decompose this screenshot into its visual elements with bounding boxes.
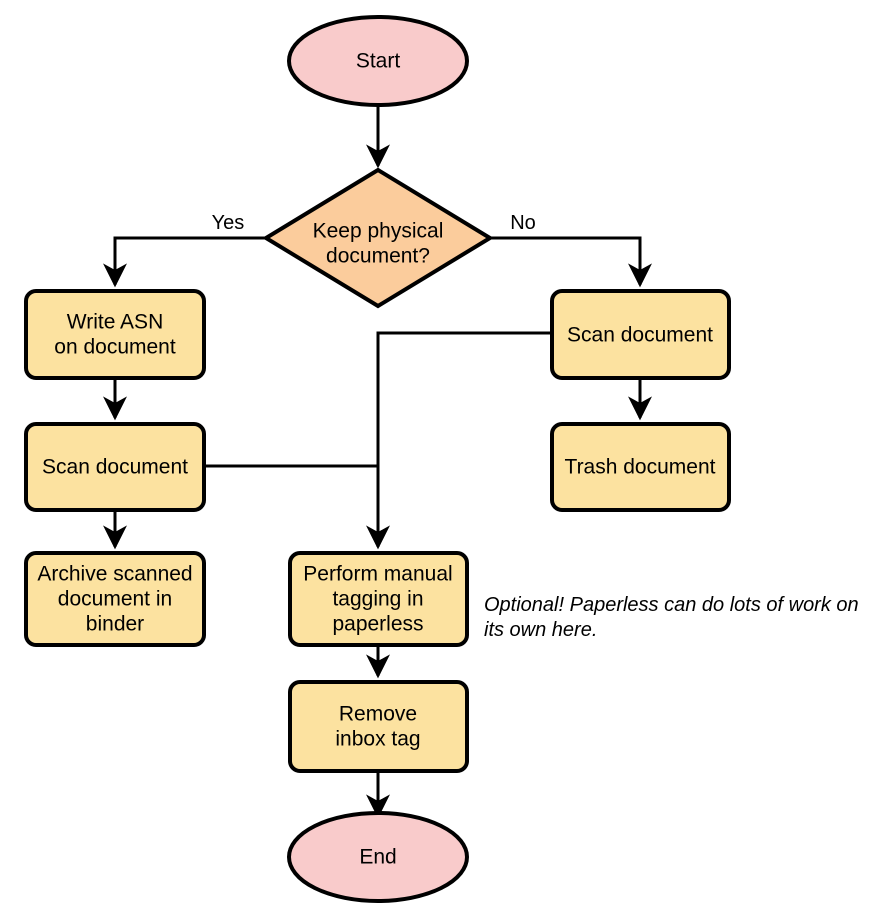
start-label: Start: [356, 50, 401, 73]
tagging-label-line1: Perform manual: [303, 563, 452, 586]
start-ellipse[interactable]: [287, 15, 469, 107]
optional-note-line2: its own here.: [484, 619, 597, 641]
node-trash-document[interactable]: Trash document: [550, 422, 731, 512]
end-label: End: [359, 846, 396, 869]
node-start[interactable]: Start: [287, 15, 469, 107]
scan-left-box[interactable]: [24, 422, 206, 512]
edge-scan-right-to-tagging: [366, 331, 552, 550]
optional-note-line1: Optional! Paperless can do lots of work …: [484, 594, 859, 616]
archive-label-line2: document in: [58, 588, 172, 611]
trash-label: Trash document: [565, 456, 716, 479]
node-write-asn-on-document[interactable]: Write ASN on document: [24, 289, 206, 380]
edge-decision-yes-to-write-asn: [103, 236, 266, 288]
node-end[interactable]: End: [287, 811, 469, 903]
edge-decision-no-to-scan-right: [490, 236, 652, 288]
edge-label-yes: Yes: [212, 212, 245, 234]
archive-box[interactable]: [24, 551, 206, 647]
end-ellipse[interactable]: [287, 811, 469, 903]
remove-inbox-label-line2: inbox tag: [335, 728, 420, 751]
remove-inbox-box[interactable]: [288, 680, 469, 773]
tagging-label-line3: paperless: [332, 613, 423, 636]
node-perform-manual-tagging[interactable]: Perform manual tagging in paperless: [288, 551, 469, 647]
decision-diamond[interactable]: [262, 167, 494, 309]
trash-box[interactable]: [550, 422, 731, 512]
node-remove-inbox-tag[interactable]: Remove inbox tag: [288, 680, 469, 773]
write-asn-label-line1: Write ASN: [67, 311, 163, 334]
node-keep-physical-document[interactable]: Keep physical document?: [262, 167, 494, 309]
tagging-label-line2: tagging in: [332, 588, 423, 611]
remove-inbox-label-line1: Remove: [339, 703, 417, 726]
edge-label-no: No: [510, 212, 536, 234]
node-scan-document-right[interactable]: Scan document: [550, 289, 731, 380]
archive-label-line1: Archive scanned: [37, 563, 192, 586]
node-archive-scanned-document[interactable]: Archive scanned document in binder: [24, 551, 206, 647]
decision-label-line1: Keep physical: [313, 220, 444, 243]
node-scan-document-left[interactable]: Scan document: [24, 422, 206, 512]
edges-layer: [103, 104, 652, 819]
write-asn-label-line2: on document: [54, 336, 176, 359]
optional-note: Optional! Paperless can do lots of work …: [484, 594, 859, 641]
tagging-box[interactable]: [288, 551, 469, 647]
scan-right-label: Scan document: [567, 324, 713, 347]
scan-right-box[interactable]: [550, 289, 731, 380]
archive-label-line3: binder: [86, 613, 144, 636]
scan-left-label: Scan document: [42, 456, 188, 479]
decision-label-line2: document?: [326, 245, 430, 268]
write-asn-box[interactable]: [24, 289, 206, 380]
